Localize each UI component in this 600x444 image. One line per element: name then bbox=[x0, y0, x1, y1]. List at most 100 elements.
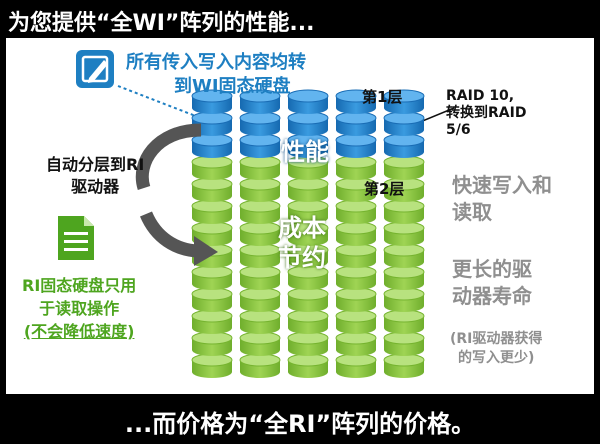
tier1-label: 第1层 bbox=[362, 88, 403, 106]
read-only-note: RI固态硬盘只用 于读取操作 (不会降低速度) bbox=[22, 274, 136, 343]
ri-drive bbox=[383, 199, 425, 224]
drive-stack bbox=[191, 89, 425, 378]
ri-drive bbox=[383, 331, 425, 356]
ri-drive bbox=[335, 287, 377, 312]
ri-drive bbox=[239, 177, 281, 202]
ri-drive bbox=[383, 309, 425, 334]
wi-drive bbox=[191, 111, 233, 136]
ri-drive bbox=[191, 331, 233, 356]
ri-drive bbox=[239, 353, 281, 378]
ri-drive bbox=[383, 287, 425, 312]
cost-label-line1: 成本 bbox=[278, 214, 326, 242]
ri-drive bbox=[335, 331, 377, 356]
wi-drive bbox=[383, 89, 425, 114]
ri-drive bbox=[287, 177, 329, 202]
ri-drive bbox=[191, 177, 233, 202]
ri-drive bbox=[287, 331, 329, 356]
ri-drive bbox=[383, 243, 425, 268]
ri-drive bbox=[239, 287, 281, 312]
ri-drive bbox=[239, 331, 281, 356]
footer-text: ...而价格为“全RI”阵列的价格。 bbox=[124, 410, 476, 438]
ri-drive bbox=[335, 309, 377, 334]
callout-write-line2: 到WI固态硬盘 bbox=[174, 76, 291, 97]
wi-drive bbox=[191, 89, 233, 114]
ri-drive bbox=[287, 265, 329, 290]
ri-drive bbox=[335, 265, 377, 290]
ri-drive bbox=[287, 199, 329, 224]
wi-drive bbox=[239, 133, 281, 158]
tier2-label: 第2层 bbox=[364, 180, 405, 198]
ri-drive bbox=[191, 287, 233, 312]
benefit-note-line2: 的写入更少) bbox=[457, 350, 535, 366]
header-title: 为您提供“全WI”阵列的性能... bbox=[8, 11, 315, 36]
ri-drive bbox=[287, 221, 329, 246]
wi-drive bbox=[383, 133, 425, 158]
tier-arrow-icon bbox=[135, 123, 218, 266]
cost-label-line2: 节约 bbox=[278, 244, 326, 272]
ri-drive bbox=[239, 265, 281, 290]
ri-drive bbox=[287, 243, 329, 268]
ri-drive bbox=[287, 353, 329, 378]
wi-drive bbox=[383, 111, 425, 136]
callout-write-line1: 所有传入写入内容均转 bbox=[126, 52, 306, 73]
ri-drive bbox=[239, 243, 281, 268]
ri-drive bbox=[287, 309, 329, 334]
ri-drive bbox=[383, 353, 425, 378]
ri-drive bbox=[335, 155, 377, 180]
benefit-life: 更长的驱 动器寿命 bbox=[452, 256, 532, 310]
ri-drive bbox=[191, 199, 233, 224]
wi-drive bbox=[239, 111, 281, 136]
auto-tier-line2: 驱动器 bbox=[71, 177, 120, 196]
ri-drive bbox=[287, 155, 329, 180]
ri-drive bbox=[335, 221, 377, 246]
ri-drive bbox=[191, 353, 233, 378]
wi-drive bbox=[191, 133, 233, 158]
ri-drive bbox=[335, 199, 377, 224]
pencil-doc-icon bbox=[76, 50, 114, 88]
auto-tier-line1: 自动分层到RI bbox=[46, 155, 145, 174]
callout-line bbox=[117, 85, 207, 121]
read-only-line1: RI固态硬盘只用 bbox=[22, 276, 137, 295]
benefit-life-line1: 更长的驱 bbox=[452, 257, 532, 281]
wi-drive bbox=[287, 89, 329, 114]
ri-drive bbox=[239, 309, 281, 334]
cost-label: 成本 节约 bbox=[278, 213, 326, 273]
benefit-fast-line2: 读取 bbox=[452, 200, 492, 224]
performance-label: 性能 bbox=[281, 138, 329, 166]
header-bar: 为您提供“全WI”阵列的性能... bbox=[0, 0, 600, 38]
ri-drive bbox=[287, 287, 329, 312]
benefit-life-line2: 动器寿命 bbox=[452, 284, 532, 308]
ri-drive bbox=[335, 353, 377, 378]
benefit-note-line1: (RI驱动器获得 bbox=[450, 331, 543, 347]
ri-drive bbox=[383, 221, 425, 246]
footer-bar: ...而价格为“全RI”阵列的价格。 bbox=[0, 394, 600, 444]
ri-drive bbox=[191, 309, 233, 334]
ri-drive bbox=[383, 155, 425, 180]
document-icon bbox=[58, 216, 94, 260]
read-only-line3: (不会降低速度) bbox=[23, 322, 135, 341]
ri-drive bbox=[335, 243, 377, 268]
raid-note: RAID 10, 转换到RAID 5/6 bbox=[446, 88, 526, 139]
ri-drive bbox=[239, 199, 281, 224]
read-only-line2: 于读取操作 bbox=[39, 299, 120, 318]
raid-line1: RAID 10, bbox=[446, 88, 515, 104]
benefit-note: (RI驱动器获得 的写入更少) bbox=[450, 330, 542, 368]
ri-drive bbox=[191, 265, 233, 290]
raid-line3: 5/6 bbox=[446, 122, 471, 138]
ri-drive bbox=[191, 155, 233, 180]
content-panel: 所有传入写入内容均转 到WI固态硬盘 第1层 第2层 RAID 10, 转换到R… bbox=[6, 38, 594, 394]
ri-drive bbox=[383, 177, 425, 202]
benefit-fast: 快速写入和 读取 bbox=[452, 172, 552, 226]
ri-drive bbox=[239, 155, 281, 180]
benefit-fast-line1: 快速写入和 bbox=[452, 173, 552, 197]
raid-line2: 转换到RAID bbox=[446, 105, 527, 121]
wi-drive bbox=[335, 111, 377, 136]
wi-drive bbox=[335, 89, 377, 114]
ri-drive bbox=[383, 265, 425, 290]
wi-drive bbox=[239, 89, 281, 114]
wi-drive bbox=[287, 111, 329, 136]
diagram-canvas bbox=[58, 50, 455, 378]
ri-drive bbox=[239, 221, 281, 246]
auto-tier-note: 自动分层到RI 驱动器 bbox=[46, 154, 144, 198]
